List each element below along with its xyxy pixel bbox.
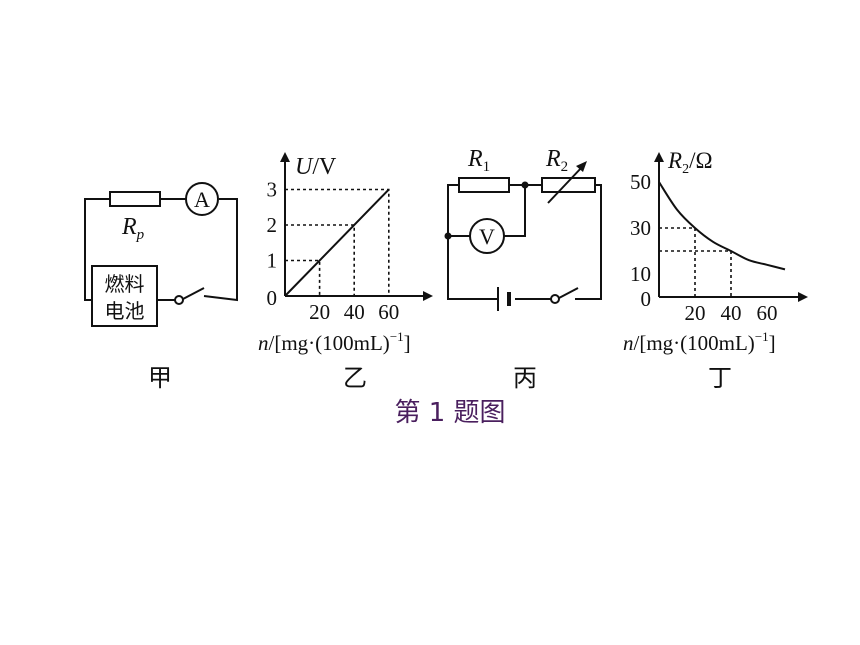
y-tick-label: 3 xyxy=(267,178,278,202)
junction-top xyxy=(521,181,529,189)
rheostat-arrow-head xyxy=(576,161,587,172)
guide-line-1 xyxy=(659,227,696,297)
rheostat-arrow-line xyxy=(547,165,584,204)
voltmeter xyxy=(469,218,505,254)
switch-terminal xyxy=(174,295,184,305)
fuel-cell-label-1: 燃料 xyxy=(105,272,145,296)
figure-caption: 第 1 题图 xyxy=(394,398,505,428)
wire-right xyxy=(203,198,238,302)
x-tick-label: 60 xyxy=(378,300,399,324)
x-tick-label: 60 xyxy=(757,301,778,325)
ammeter-label: A xyxy=(194,187,210,212)
panel-label-ding: 丁 xyxy=(708,364,732,392)
x-axis-arrow xyxy=(423,291,433,301)
wire-right xyxy=(575,184,602,300)
y-tick-label: 1 xyxy=(267,249,278,273)
panel-label-yi: 乙 xyxy=(343,364,367,392)
x-tick-label: 40 xyxy=(721,301,742,325)
y-tick-label: 2 xyxy=(267,213,278,237)
circuit-jia: A Rp 燃料 电池 甲 xyxy=(84,182,238,392)
switch-lever xyxy=(558,287,579,299)
wire-v-right xyxy=(504,185,526,237)
rheostat-r2 xyxy=(541,177,596,193)
chart-yi: 20 40 60 1 2 3 0 U/V n/[mg·(100mL)−1] 乙 xyxy=(258,152,433,392)
x-tick-label: 20 xyxy=(309,300,330,324)
origin-label: 0 xyxy=(267,286,278,310)
y-axis-arrow xyxy=(654,152,664,162)
x-tick-label: 40 xyxy=(344,300,365,324)
resistor-r1 xyxy=(458,177,510,193)
y-tick-label: 30 xyxy=(630,216,651,240)
x-axis-title: n/[mg·(100mL)−1] xyxy=(623,329,776,355)
y-axis-arrow xyxy=(280,152,290,162)
r2-label: R2 xyxy=(545,146,568,175)
fuel-cell xyxy=(91,265,158,327)
wire-left xyxy=(447,184,498,300)
junction-left xyxy=(444,232,452,240)
origin-label: 0 xyxy=(641,287,652,311)
chart-ding: 20 40 60 10 30 50 0 R2/Ω n/[mg·(100mL)−1] 丁 xyxy=(623,148,808,392)
y-axis-title: R2/Ω xyxy=(667,148,713,177)
switch-lever xyxy=(182,287,205,300)
guide-line-2 xyxy=(285,224,355,296)
panel-label-bing: 丙 xyxy=(513,364,537,392)
ammeter xyxy=(185,182,219,216)
r1-label: R1 xyxy=(467,146,490,175)
y-axis-title: U/V xyxy=(295,154,337,180)
panel-label-jia: 甲 xyxy=(148,364,172,392)
y-tick-label: 50 xyxy=(630,170,651,194)
resistor-rp-label: Rp xyxy=(121,214,145,243)
x-tick-label: 20 xyxy=(685,301,706,325)
resistor-rp xyxy=(109,191,161,207)
circuit-bing: V R1 R2 丙 xyxy=(444,146,602,392)
switch-terminal xyxy=(550,294,560,304)
wire-left xyxy=(84,198,110,301)
fuel-cell-label-2: 电池 xyxy=(105,299,145,323)
voltmeter-label: V xyxy=(479,224,495,249)
series-curve xyxy=(284,188,390,297)
x-axis-arrow xyxy=(798,292,808,302)
x-axis-title: n/[mg·(100mL)−1] xyxy=(258,329,411,355)
series-curve xyxy=(658,181,786,271)
y-tick-label: 10 xyxy=(630,262,651,286)
